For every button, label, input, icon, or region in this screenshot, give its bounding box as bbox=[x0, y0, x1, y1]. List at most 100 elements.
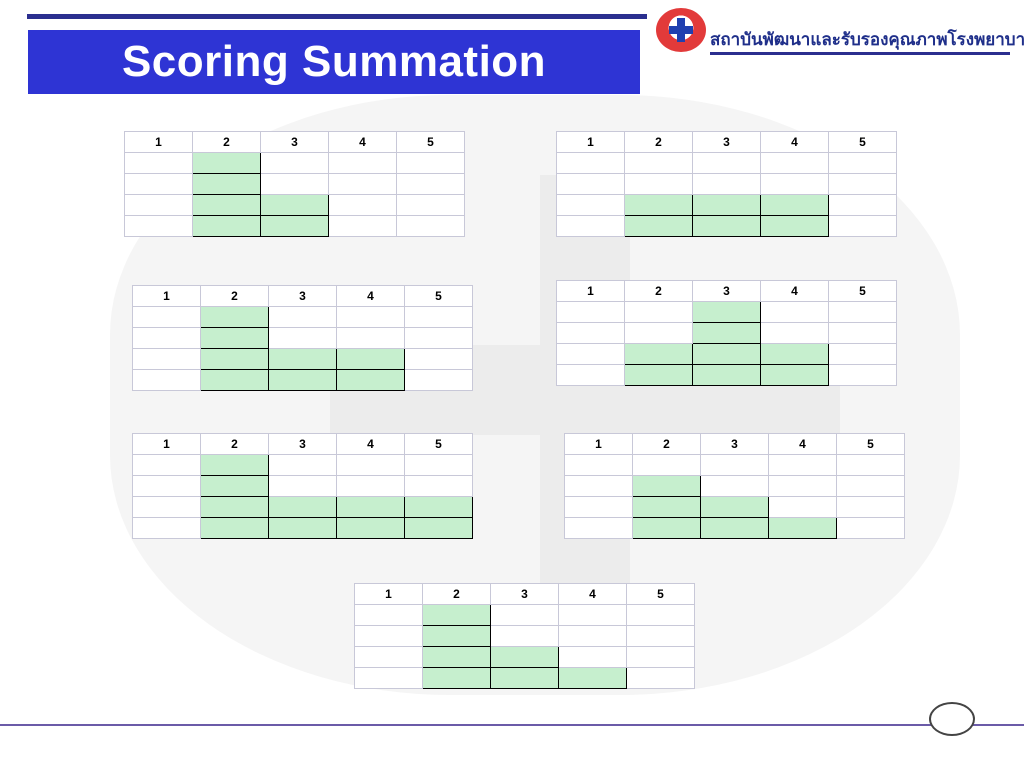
logo-text: สถาบันพัฒนาและรับรองคุณภาพโรงพยาบาล bbox=[710, 30, 1024, 50]
grid-cell-empty bbox=[828, 322, 897, 344]
grid-cell-empty bbox=[624, 322, 693, 344]
grid-cell-empty bbox=[836, 454, 905, 476]
grid-cell-empty bbox=[268, 306, 337, 328]
grid-row bbox=[354, 604, 695, 626]
grid-header-cell: 2 bbox=[200, 433, 269, 455]
grid-cell-filled bbox=[760, 343, 829, 365]
logo-underline bbox=[710, 52, 1010, 55]
grid-row bbox=[354, 625, 695, 647]
grid-cell-empty bbox=[556, 343, 625, 365]
grid-cell-empty bbox=[768, 475, 837, 497]
grid-header-cell: 5 bbox=[626, 583, 695, 605]
grid-cell-empty bbox=[556, 322, 625, 344]
grid-cell-empty bbox=[558, 604, 627, 626]
grid-cell-empty bbox=[490, 604, 559, 626]
grid-cell-empty bbox=[396, 215, 465, 237]
grid-cell-empty bbox=[396, 173, 465, 195]
grid-cell-filled bbox=[192, 194, 261, 216]
grid-header-cell: 4 bbox=[558, 583, 627, 605]
grid-header-cell: 5 bbox=[836, 433, 905, 455]
grid-cell-filled bbox=[624, 194, 693, 216]
grid-cell-empty bbox=[404, 454, 473, 476]
grid-cell-filled bbox=[760, 215, 829, 237]
grid-cell-filled bbox=[624, 215, 693, 237]
grid-cell-empty bbox=[328, 152, 397, 174]
grid-cell-empty bbox=[354, 604, 423, 626]
grid-cell-empty bbox=[624, 152, 693, 174]
grid-cell-empty bbox=[828, 364, 897, 386]
grid-cell-empty bbox=[132, 454, 201, 476]
grid-cell-filled bbox=[200, 496, 269, 518]
grid-cell-empty bbox=[828, 215, 897, 237]
grid-cell-empty bbox=[692, 152, 761, 174]
grid-cell-filled bbox=[192, 215, 261, 237]
grid-cell-empty bbox=[328, 215, 397, 237]
grid-row bbox=[564, 454, 905, 476]
grid-header-cell: 3 bbox=[268, 285, 337, 307]
grid-cell-filled bbox=[692, 215, 761, 237]
grid-cell-filled bbox=[422, 646, 491, 668]
grid-cell-empty bbox=[132, 369, 201, 391]
grid-cell-empty bbox=[404, 327, 473, 349]
title-top-rule bbox=[27, 14, 647, 19]
grid-cell-empty bbox=[336, 454, 405, 476]
grid-cell-filled bbox=[692, 322, 761, 344]
grid-cell-filled bbox=[200, 348, 269, 370]
grid-cell-filled bbox=[692, 343, 761, 365]
grid-cell-empty bbox=[354, 625, 423, 647]
grid-row bbox=[132, 348, 473, 370]
grid-row bbox=[354, 667, 695, 689]
grid-header-cell: 3 bbox=[260, 131, 329, 153]
grid-header-cell: 3 bbox=[700, 433, 769, 455]
grid-cell-filled bbox=[200, 517, 269, 539]
grid-cell-filled bbox=[632, 496, 701, 518]
grid-cell-empty bbox=[626, 646, 695, 668]
grid-row bbox=[556, 343, 897, 365]
grid-cell-empty bbox=[768, 454, 837, 476]
grid-cell-filled bbox=[624, 364, 693, 386]
grid-cell-filled bbox=[558, 667, 627, 689]
grid-row bbox=[556, 173, 897, 195]
grid-cell-empty bbox=[260, 173, 329, 195]
grid-cell-empty bbox=[124, 173, 193, 195]
grid-cell-filled bbox=[336, 496, 405, 518]
grid-cell-empty bbox=[404, 306, 473, 328]
grid-header-cell: 5 bbox=[828, 280, 897, 302]
grid-row bbox=[556, 194, 897, 216]
grid-cell-filled bbox=[692, 301, 761, 323]
grid-header-cell: 5 bbox=[828, 131, 897, 153]
grid-header-cell: 1 bbox=[556, 131, 625, 153]
grid-cell-filled bbox=[422, 667, 491, 689]
grid-cell-empty bbox=[836, 496, 905, 518]
slide-nav-button[interactable] bbox=[929, 702, 975, 736]
grid-header-cell: 4 bbox=[328, 131, 397, 153]
grid-cell-filled bbox=[700, 496, 769, 518]
grid-cell-filled bbox=[336, 517, 405, 539]
grid-header-cell: 1 bbox=[564, 433, 633, 455]
grid-row bbox=[132, 475, 473, 497]
grid-row bbox=[564, 517, 905, 539]
grid-cell-empty bbox=[760, 301, 829, 323]
grid-cell-empty bbox=[354, 667, 423, 689]
grid-cell-filled bbox=[260, 194, 329, 216]
grid-cell-filled bbox=[632, 475, 701, 497]
grid-cell-empty bbox=[564, 496, 633, 518]
grid-cell-filled bbox=[268, 369, 337, 391]
grid-row bbox=[556, 301, 897, 323]
grid-header-cell: 2 bbox=[200, 285, 269, 307]
grid-cell-empty bbox=[268, 327, 337, 349]
grid-cell-empty bbox=[626, 604, 695, 626]
grid-cell-empty bbox=[624, 173, 693, 195]
grid-cell-empty bbox=[564, 517, 633, 539]
grid-cell-empty bbox=[828, 152, 897, 174]
grid-header-cell: 3 bbox=[692, 280, 761, 302]
grid-cell-filled bbox=[768, 517, 837, 539]
grid-cell-empty bbox=[404, 348, 473, 370]
grid-cell-empty bbox=[404, 475, 473, 497]
grid-cell-empty bbox=[260, 152, 329, 174]
